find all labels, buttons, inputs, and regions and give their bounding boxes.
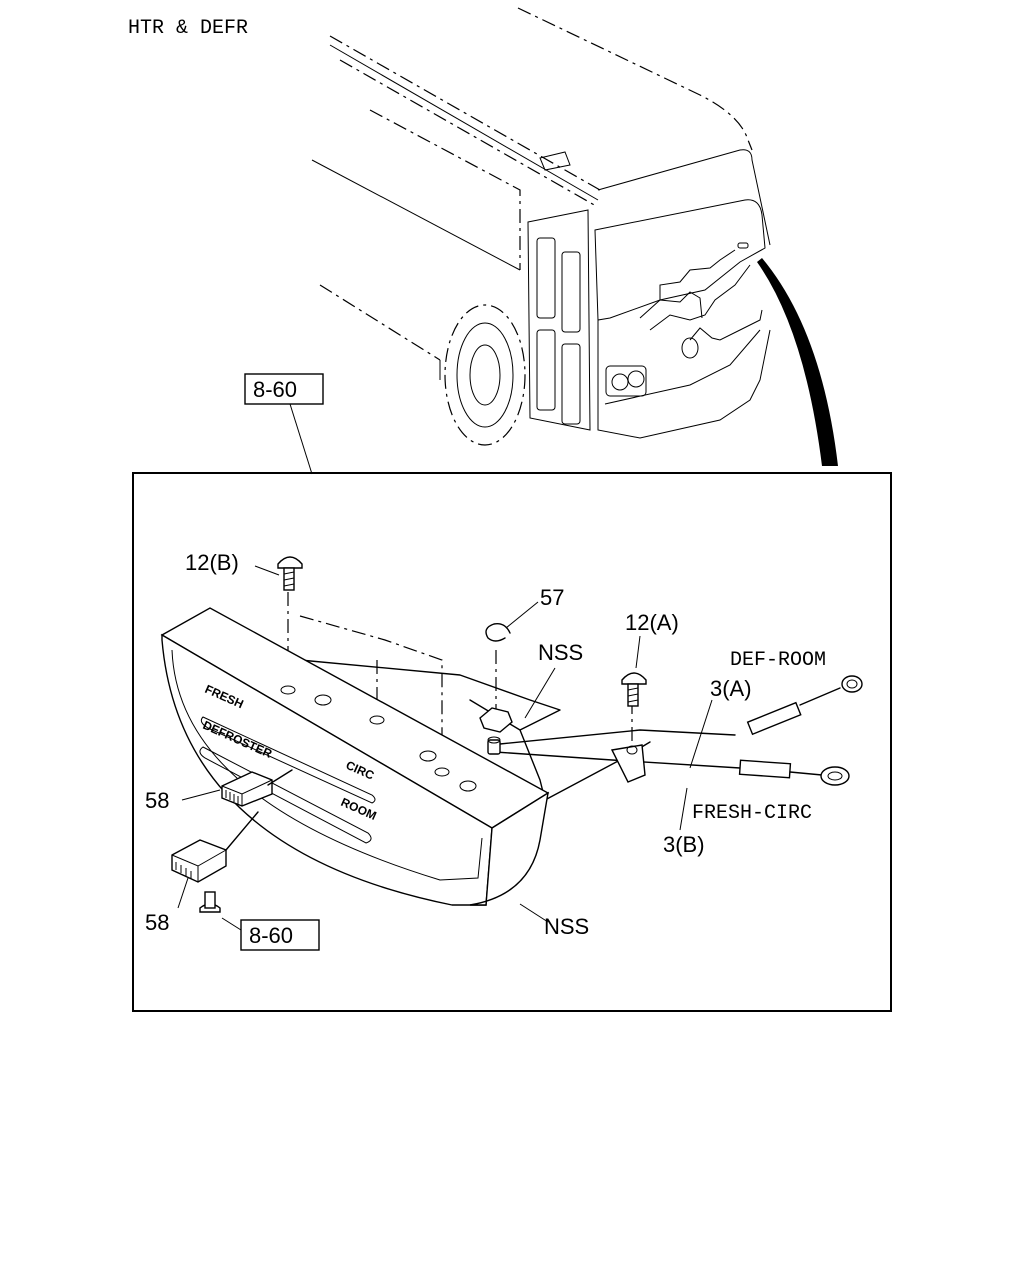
callout-leaders — [177, 565, 713, 923]
screw-8-60 — [199, 891, 221, 913]
label-58-upper: 58 — [145, 788, 169, 813]
label-3b: 3(B) — [663, 832, 705, 857]
bus-illustration — [311, 7, 771, 446]
ref-label-bottom: 8-60 — [249, 923, 293, 948]
label-nss-bottom: NSS — [544, 914, 589, 939]
ref-label-top: 8-60 — [253, 377, 297, 402]
label-12b: 12(B) — [185, 550, 239, 575]
label-def-room: DEF-ROOM — [730, 649, 826, 672]
label-58-lower: 58 — [145, 910, 169, 935]
label-3a: 3(A) — [710, 676, 752, 701]
detail-callout-leader — [757, 258, 838, 466]
knob-58-lower — [171, 811, 259, 883]
lever-mechanism — [479, 707, 513, 755]
label-fresh-circ: FRESH-CIRC — [692, 802, 812, 825]
screw-12b — [277, 556, 303, 591]
e-clip-57 — [485, 623, 511, 642]
screw-12a — [621, 672, 647, 707]
label-12a: 12(A) — [625, 610, 679, 635]
detail-frame — [132, 472, 892, 1012]
ref-box-top[interactable] — [244, 373, 324, 405]
diagram-title: HTR & DEFR — [128, 17, 248, 40]
label-nss-top: NSS — [538, 640, 583, 665]
heater-control-panel: FRESH DEFROSTER CIRC ROOM — [160, 607, 550, 906]
knob-58-upper — [221, 769, 293, 807]
ref-box-bottom[interactable] — [240, 919, 320, 951]
label-57: 57 — [540, 585, 564, 610]
control-cables — [494, 675, 863, 786]
